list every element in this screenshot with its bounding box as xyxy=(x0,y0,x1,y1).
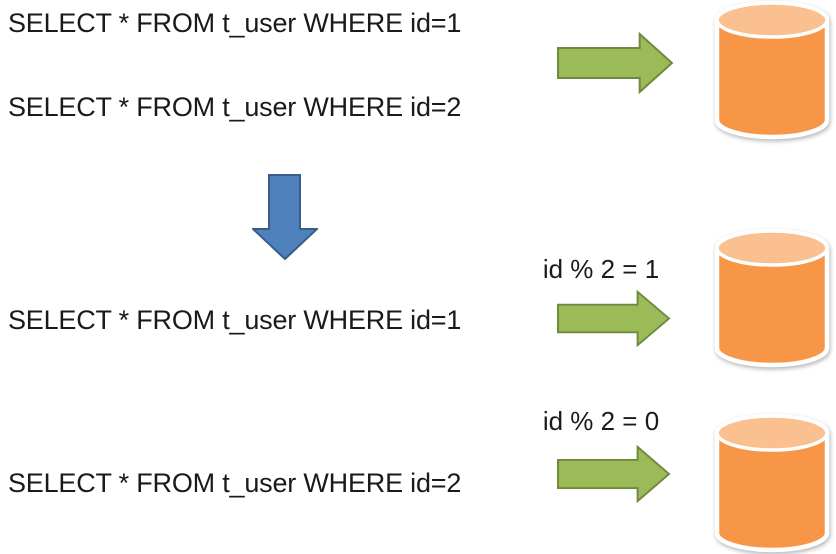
arrow-right-icon xyxy=(557,290,671,347)
database-icon xyxy=(712,0,832,140)
sql-query-before-1: SELECT * FROM t_user WHERE id=1 xyxy=(8,8,462,38)
shard-rule-label-even: id % 2 = 0 xyxy=(542,406,660,436)
arrow-right-icon xyxy=(557,32,674,94)
sql-query-after-2: SELECT * FROM t_user WHERE id=2 xyxy=(8,468,462,498)
database-icon xyxy=(712,228,832,368)
arrow-down-icon xyxy=(252,174,318,260)
shard-rule-label-odd: id % 2 = 1 xyxy=(542,254,660,284)
arrow-right-icon xyxy=(557,445,671,503)
database-icon xyxy=(712,413,832,553)
sql-query-after-1: SELECT * FROM t_user WHERE id=1 xyxy=(8,305,462,335)
sql-query-before-2: SELECT * FROM t_user WHERE id=2 xyxy=(8,92,462,122)
